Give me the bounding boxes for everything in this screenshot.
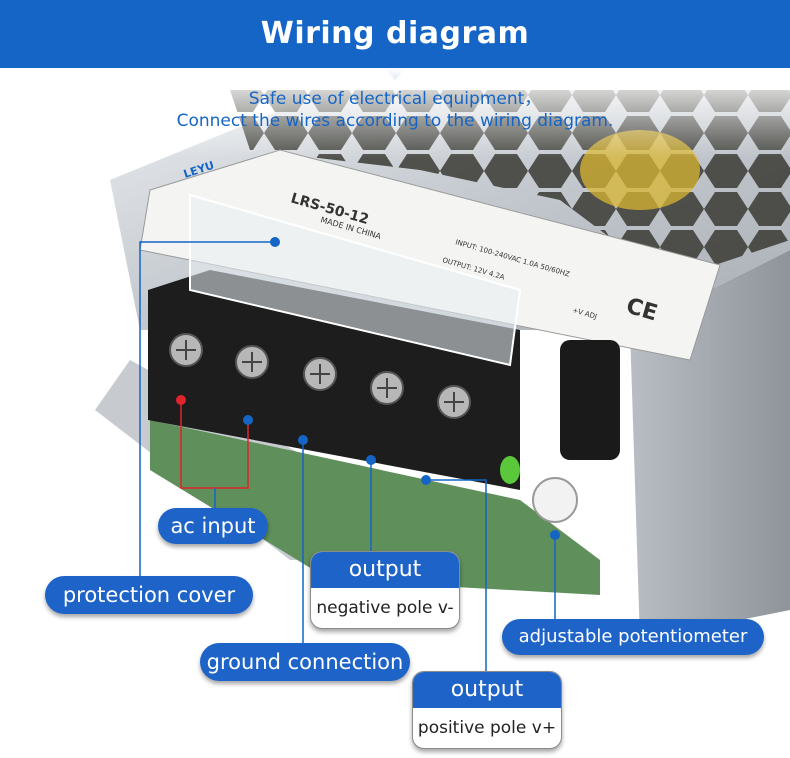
page-title: Wiring diagram: [260, 16, 530, 51]
negative-output-title: output: [311, 552, 459, 588]
intro-line-2: Connect the wires according to the wirin…: [176, 111, 614, 131]
adjustable-potentiometer-label: adjustable potentiometer: [502, 619, 764, 655]
intro-line-1: Safe use of electrical equipment，: [248, 89, 542, 109]
header-banner: [0, 0, 790, 68]
negative-output-desc: negative pole v-: [316, 598, 454, 618]
negative-output-callout: output negative pole v-: [310, 551, 460, 629]
positive-output-title: output: [413, 672, 561, 708]
potentiometer-knob: [532, 477, 578, 523]
ground-connection-label: ground connection: [200, 643, 410, 681]
ac-input-label: ac input: [158, 508, 268, 544]
protection-cover-label: protection cover: [45, 576, 253, 614]
intro-text: Safe use of electrical equipment， Connec…: [0, 88, 790, 132]
capacitor: [560, 340, 620, 460]
positive-output-desc: positive pole v+: [417, 718, 557, 738]
indicator-led: [500, 456, 520, 484]
positive-output-callout: output positive pole v+: [412, 671, 562, 749]
